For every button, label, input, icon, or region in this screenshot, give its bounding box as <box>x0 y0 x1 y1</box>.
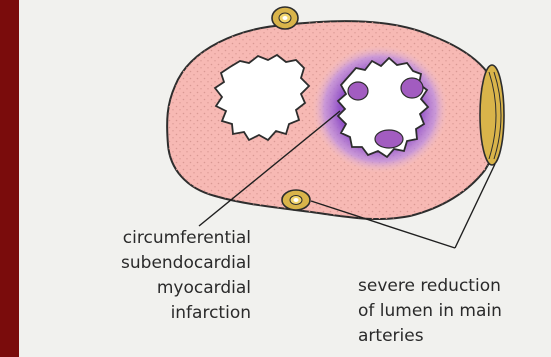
artery-label: severe reduction of lumen in main arteri… <box>358 274 534 349</box>
coronary-artery-right <box>480 65 504 165</box>
infarction-label-line-3: myocardial <box>98 276 251 301</box>
papillary-muscle-bottom <box>375 130 403 148</box>
infarction-label-line-4: infarction <box>98 301 251 326</box>
coronary-artery-top <box>272 7 298 29</box>
papillary-muscle-left <box>348 82 368 100</box>
papillary-muscle-right <box>401 78 423 98</box>
infarction-label-line-2: subendocardial <box>98 251 251 276</box>
artery-label-line-1: severe reduction <box>358 274 534 299</box>
artery-label-line-3: arteries <box>358 324 534 349</box>
coronary-artery-bottom <box>282 190 310 210</box>
artery-label-line-2: of lumen in main <box>358 299 534 324</box>
infarction-label-line-1: circumferential <box>98 226 251 251</box>
infarction-label: circumferential subendocardial myocardia… <box>98 226 251 326</box>
